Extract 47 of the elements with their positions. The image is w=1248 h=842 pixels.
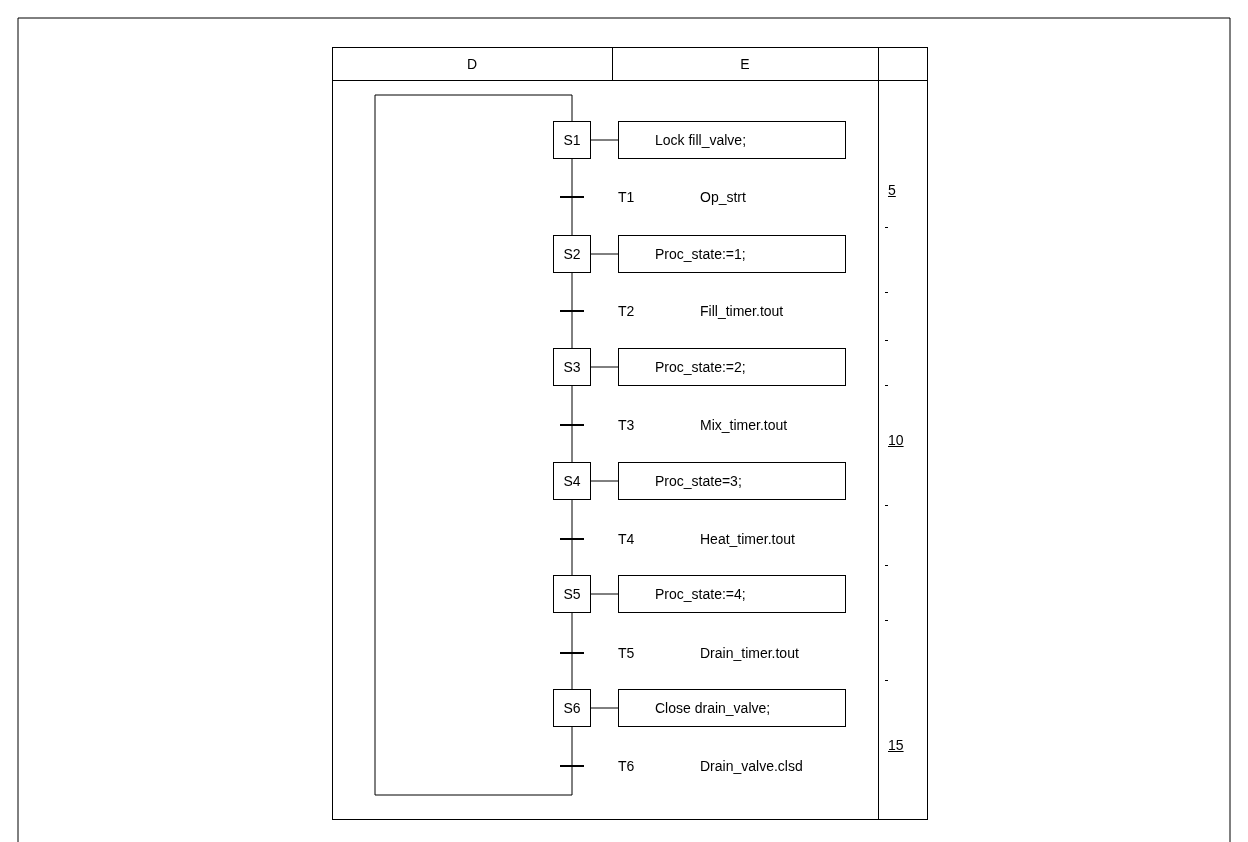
- connector-line: [571, 311, 573, 349]
- action-box: Proc_state:=4;: [618, 575, 846, 613]
- transition-condition: Drain_valve.clsd: [700, 758, 803, 774]
- connector-line: [590, 707, 619, 709]
- connector-line: [571, 612, 573, 653]
- line-number: 10: [888, 432, 904, 448]
- transition-name: T3: [618, 417, 635, 433]
- connector-line: [571, 197, 573, 236]
- transition-condition: Fill_timer.tout: [700, 303, 784, 319]
- transition-name: T1: [618, 189, 635, 205]
- transition-name: T6: [618, 758, 635, 774]
- action-box: Proc_state:=1;: [618, 235, 846, 273]
- transition-name: T2: [618, 303, 635, 319]
- action-box: Lock fill_valve;: [618, 121, 846, 159]
- step-box: S4: [553, 462, 591, 500]
- step-box: S5: [553, 575, 591, 613]
- connector-line: [590, 480, 619, 482]
- step-box: S2: [553, 235, 591, 273]
- action-box: Proc_state:=2;: [618, 348, 846, 386]
- connector-line: [571, 425, 573, 463]
- line-number: 15: [888, 737, 904, 753]
- transition-condition: Heat_timer.tout: [700, 531, 795, 547]
- connector-line: [590, 139, 619, 141]
- connector-line: [590, 593, 619, 595]
- transition-name: T5: [618, 645, 635, 661]
- connector-line: [571, 726, 573, 766]
- connector-line: [590, 366, 619, 368]
- transition-condition: Drain_timer.tout: [700, 645, 799, 661]
- step-box: S6: [553, 689, 591, 727]
- connector-line: [590, 253, 619, 255]
- connector-line: [374, 94, 573, 796]
- step-box: S3: [553, 348, 591, 386]
- step-box: S1: [553, 121, 591, 159]
- line-number: 5: [888, 182, 896, 198]
- connector-line: [571, 539, 573, 576]
- connector-line: [571, 272, 573, 311]
- connector-line: [571, 653, 573, 690]
- connector-line: [571, 385, 573, 425]
- connector-line: [571, 499, 573, 539]
- action-box: Close drain_valve;: [618, 689, 846, 727]
- column-header: E: [740, 56, 750, 72]
- connector-line: [571, 158, 573, 197]
- transition-condition: Mix_timer.tout: [700, 417, 788, 433]
- action-box: Proc_state=3;: [618, 462, 846, 500]
- transition-name: T4: [618, 531, 635, 547]
- column-header: D: [466, 56, 478, 72]
- transition-condition: Op_strt: [700, 189, 746, 205]
